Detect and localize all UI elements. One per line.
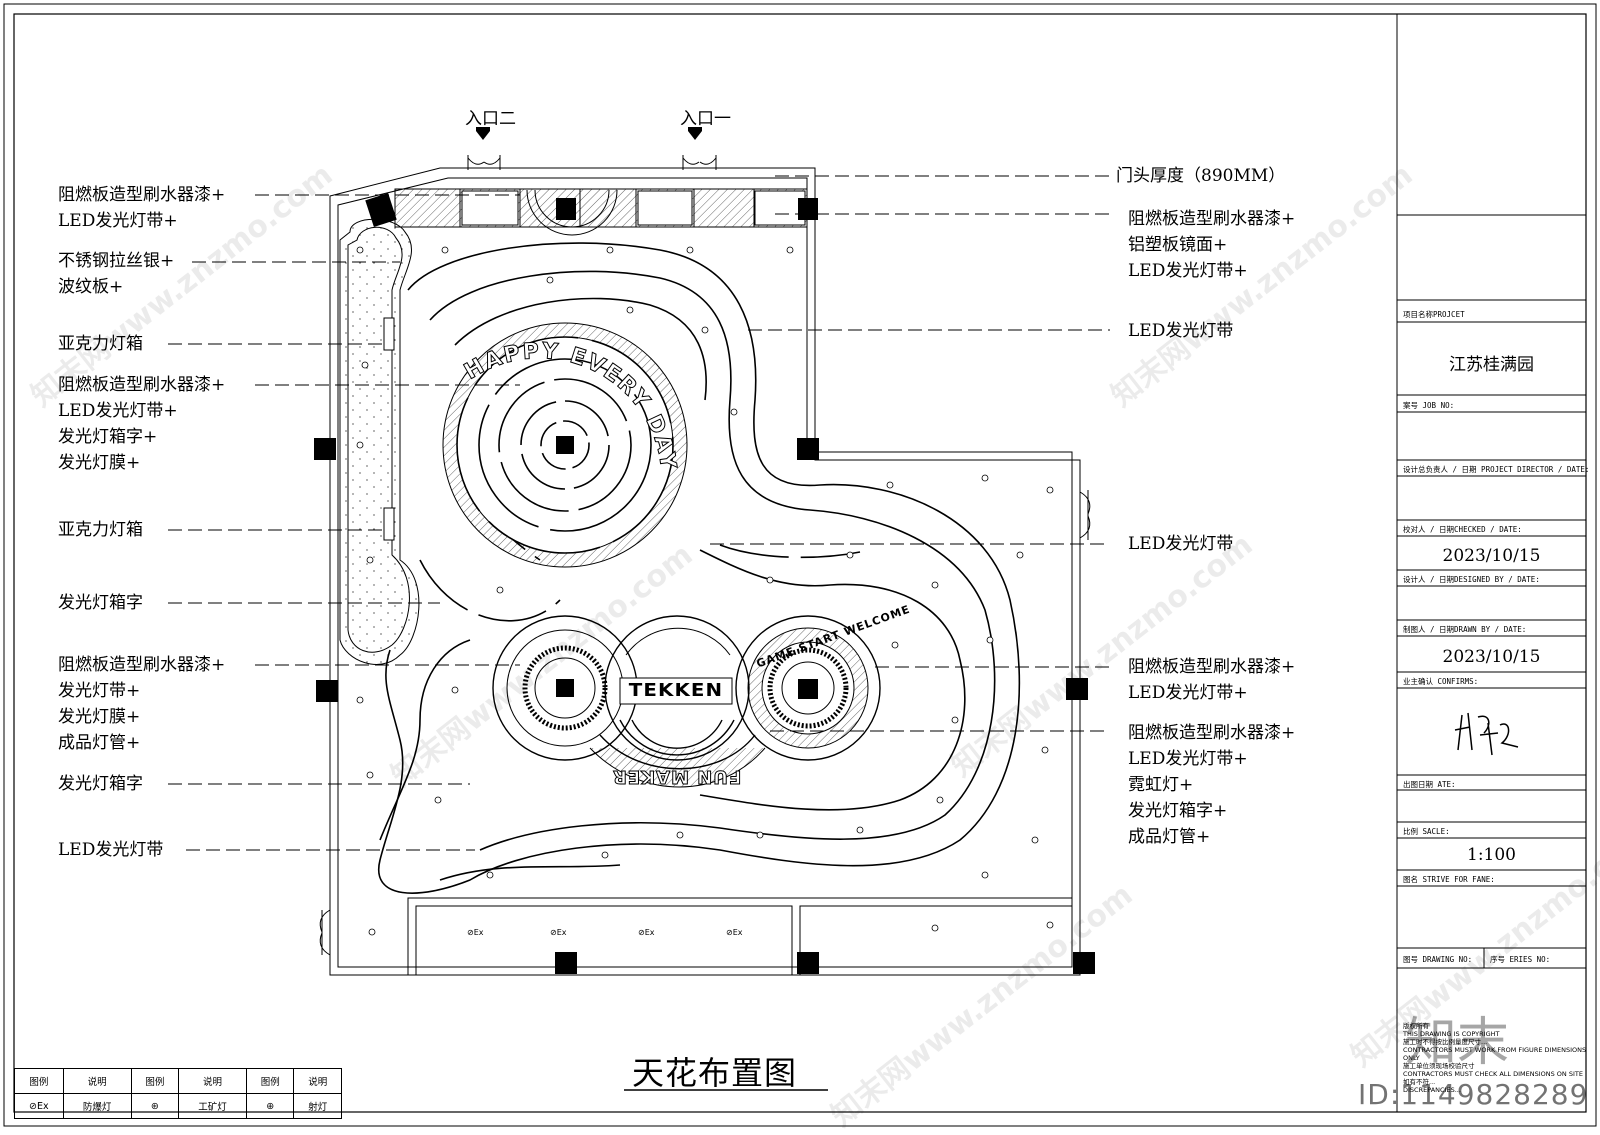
title-block-frame <box>1396 14 1586 1112</box>
ex-light-marker: ⊘Ex <box>550 928 567 937</box>
left-callout-9: LED发光灯带 <box>58 840 164 860</box>
drawing-name-label: 图名 STRIVE FOR FANE: <box>1403 875 1495 884</box>
ex-light-marker: ⊘Ex <box>467 928 484 937</box>
left-callout-8: 发光灯箱字 <box>58 774 143 794</box>
building-outline <box>329 167 1081 976</box>
legend-header: 说明 <box>178 1068 248 1094</box>
entrance-arrows <box>476 127 702 140</box>
legend-header: 图例 <box>14 1068 64 1094</box>
issue-date-label: 出图日期 ATE: <box>1403 780 1456 789</box>
entrance-doors <box>319 155 1091 956</box>
left-leader-lines <box>168 194 520 851</box>
scale-label: 比例 SACLE: <box>1403 827 1450 836</box>
director-label: 设计总负责人 / 日期 PROJECT DIRECTOR / DATE: <box>1403 465 1590 474</box>
project-name: 江苏桂满园 <box>1449 355 1534 375</box>
left-callout-3: 亚克力灯箱 <box>58 334 143 354</box>
right-callout-2: 阻燃板造型刷水器漆+铝塑板镜面+LED发光灯带+ <box>1128 209 1296 281</box>
legend-header: 图例 <box>130 1068 180 1094</box>
left-callout-5: 亚克力灯箱 <box>58 520 143 540</box>
center-ring-feature <box>589 615 766 788</box>
entrance-2-label: 入口二 <box>465 109 516 129</box>
series-no-label: 序号 ERIES NO: <box>1490 955 1551 964</box>
legend-symbol: ⊛ <box>130 1093 180 1119</box>
project-label: 项目名称PROJCET <box>1403 310 1465 319</box>
ex-light-marker: ⊘Ex <box>726 928 743 937</box>
owner-signature <box>1454 712 1519 756</box>
left-callout-7: 阻燃板造型刷水器漆+发光灯带+发光灯膜+成品灯管+ <box>58 655 226 753</box>
structural-columns <box>314 192 1095 974</box>
scale-value: 1:100 <box>1467 845 1516 865</box>
right-callout-3: LED发光灯带 <box>1128 321 1234 341</box>
ex-light-marker: ⊘Ex <box>638 928 655 937</box>
drawing-title: 天花布置图 <box>632 1054 798 1092</box>
confirms-label: 业主确认 CONFIRMS: <box>1403 677 1479 686</box>
legend-desc: 工矿灯 <box>178 1093 248 1119</box>
downlights <box>356 246 1054 936</box>
left-callout-1: 阻燃板造型刷水器漆+LED发光灯带+ <box>58 185 226 231</box>
ring-text-center: TEKKEN <box>628 680 724 701</box>
job-label: 案号 JOB NO: <box>1403 401 1455 410</box>
entrance-1-label: 入口一 <box>680 109 731 129</box>
checked-date: 2023/10/15 <box>1442 546 1541 566</box>
site-logo: 知末 <box>1405 1013 1510 1073</box>
sheet-outer-border <box>3 3 1597 1127</box>
sheet-inner-border <box>13 13 1587 1113</box>
legend-symbol: ⊘Ex <box>14 1093 64 1119</box>
legend-header: 图例 <box>246 1068 295 1094</box>
legend-desc: 防爆灯 <box>62 1093 132 1119</box>
drawn-label: 制图人 / 日期DRAWN BY / DATE: <box>1403 625 1527 634</box>
drawing-no-label: 图号 DRAWING NO: <box>1403 955 1473 964</box>
right-callout-5: 阻燃板造型刷水器漆+LED发光灯带+ <box>1128 657 1296 703</box>
designed-label: 设计人 / 日期DESIGNED BY / DATE: <box>1403 575 1540 584</box>
legend-header: 说明 <box>62 1068 132 1094</box>
right-callout-6: 阻燃板造型刷水器漆+LED发光灯带+霓虹灯+发光灯箱字+成品灯管+ <box>1128 723 1296 847</box>
right-leader-lines <box>710 175 1110 732</box>
right-callout-4: LED发光灯带 <box>1128 534 1234 554</box>
led-light-bands <box>377 242 1021 894</box>
ring-text-lower: FUN MAKER <box>612 766 742 788</box>
drawn-date: 2023/10/15 <box>1442 647 1541 667</box>
left-dotted-strip <box>339 218 420 665</box>
legend-desc: 射灯 <box>293 1093 342 1119</box>
right-callout-1: 门头厚度（890MM） <box>1116 166 1286 186</box>
left-callout-2: 不锈钢拉丝银+波纹板+ <box>58 251 175 297</box>
legend-header: 说明 <box>293 1068 342 1094</box>
drawing-id: ID:1149828289 <box>1358 1078 1589 1111</box>
left-callout-6: 发光灯箱字 <box>58 593 143 613</box>
checked-label: 校对人 / 日期CHECKED / DATE: <box>1403 525 1522 534</box>
left-callout-4: 阻燃板造型刷水器漆+LED发光灯带+发光灯箱字+发光灯膜+ <box>58 375 226 473</box>
legend-symbol: ⊕ <box>246 1093 295 1119</box>
